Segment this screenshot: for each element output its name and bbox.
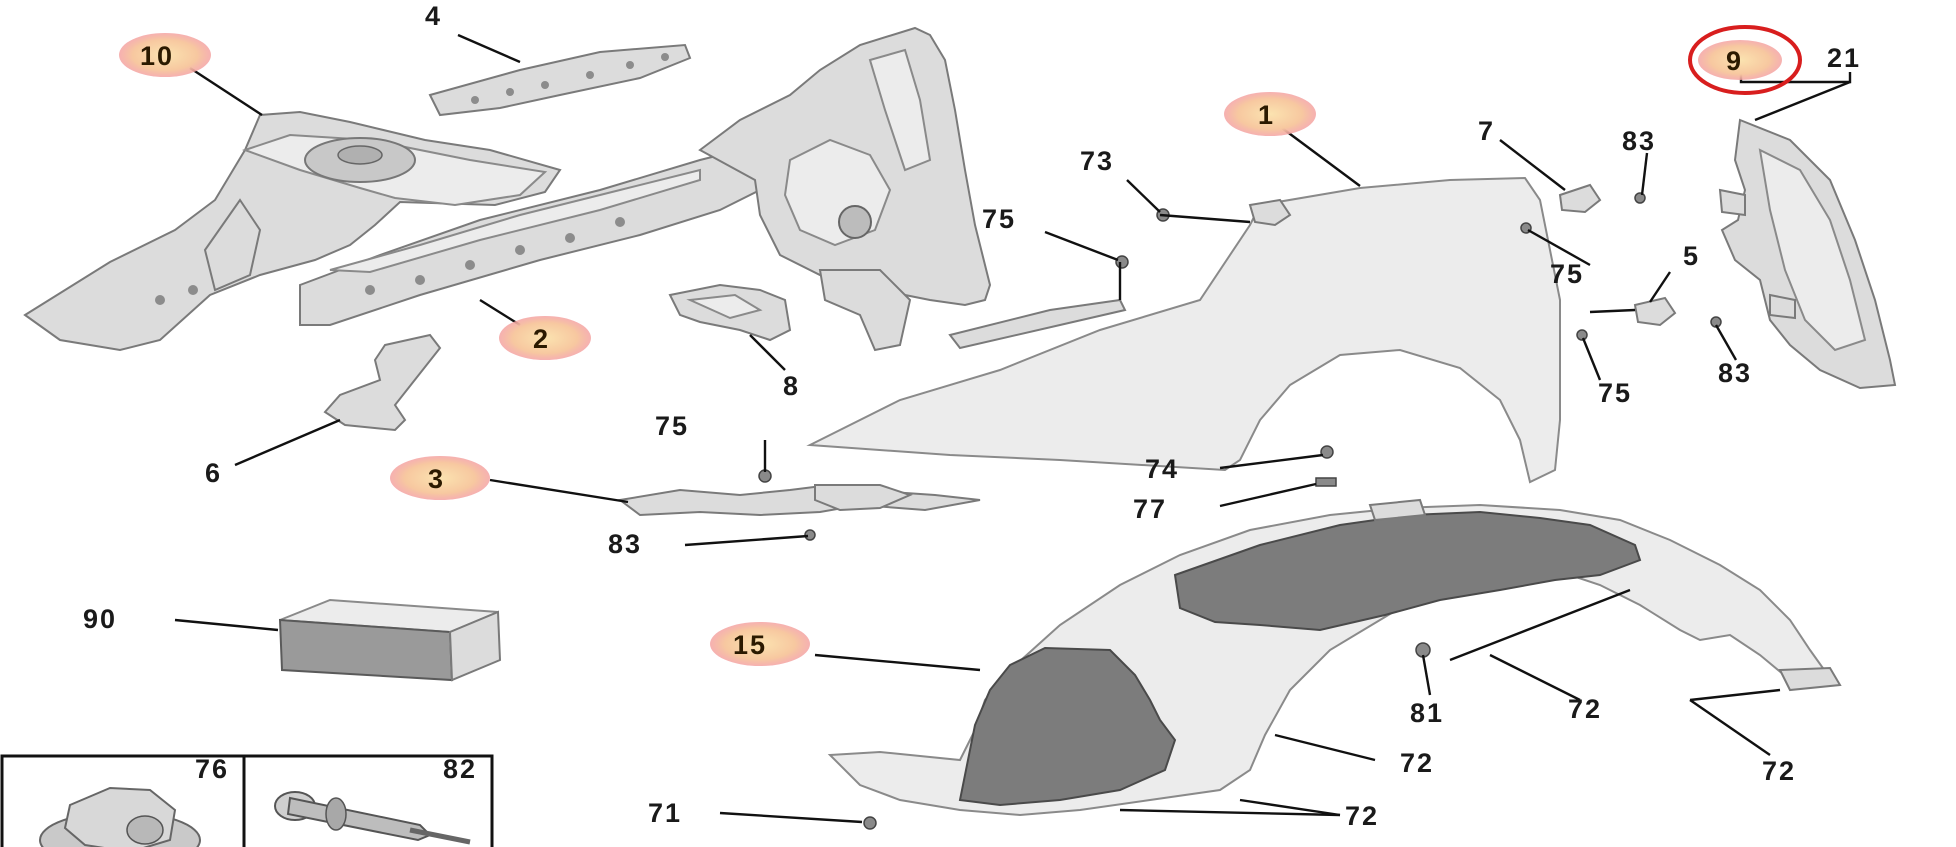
flange-nut-icon	[39, 786, 201, 847]
inset-label-82: 82	[443, 754, 477, 784]
callout-21: 21	[1827, 43, 1861, 73]
leader-lines	[174, 33, 1852, 824]
callout-5: 5	[1683, 241, 1700, 271]
fastener-77	[1315, 477, 1337, 487]
fastener-75-c	[1576, 329, 1588, 341]
callout-3: 3	[428, 464, 445, 494]
fasteners	[758, 192, 1722, 830]
callout-75-d: 75	[655, 411, 689, 441]
part-3-bracket	[617, 483, 981, 517]
fastener-75-a	[1115, 255, 1129, 269]
part-10-strut-tower	[23, 110, 562, 352]
callout-7: 7	[1478, 116, 1495, 146]
part-2-side-member	[299, 26, 992, 352]
fastener-81	[1415, 642, 1431, 658]
callout-72-b: 72	[1400, 748, 1434, 778]
callout-1: 1	[1258, 100, 1275, 130]
callout-81: 81	[1410, 698, 1444, 728]
highlight-markers	[119, 25, 1802, 666]
inset-fasteners: 76 82	[0, 754, 494, 847]
callout-74: 74	[1145, 454, 1179, 484]
part-5-clip	[1633, 296, 1677, 327]
callout-83-a: 83	[1622, 126, 1656, 156]
callout-75-c: 75	[1598, 378, 1632, 408]
part-4-bracket	[428, 43, 692, 117]
inset-label-76: 76	[195, 754, 229, 784]
callout-8: 8	[783, 371, 800, 401]
callout-72-c: 72	[1762, 756, 1796, 786]
callout-71: 71	[648, 798, 682, 828]
callout-83-c: 83	[608, 529, 642, 559]
callout-2: 2	[533, 324, 550, 354]
fastener-83-a	[1634, 192, 1646, 204]
part-7-clip	[1558, 183, 1602, 214]
callout-72-d: 72	[1345, 801, 1379, 831]
part-6-bracket	[323, 333, 442, 432]
part-15-wheel-arch-liner	[827, 498, 1842, 817]
callout-83-b: 83	[1718, 358, 1752, 388]
fastener-83-c	[804, 529, 816, 541]
callout-72-a: 72	[1568, 694, 1602, 724]
blind-rivet-icon	[274, 791, 471, 845]
circle-mark-9	[1688, 25, 1802, 95]
callout-75-b: 75	[1550, 259, 1584, 289]
fastener-71	[863, 816, 877, 830]
part-1-fender	[806, 176, 1561, 484]
callout-77: 77	[1133, 494, 1167, 524]
callout-73: 73	[1080, 146, 1114, 176]
part-8-bracket	[668, 283, 792, 342]
callout-10: 10	[140, 41, 174, 71]
callout-9: 9	[1726, 46, 1743, 76]
part-90-foam-block	[278, 598, 502, 682]
fastener-74	[1320, 445, 1334, 459]
callout-90: 90	[83, 604, 117, 634]
part-9-liner	[1718, 118, 1897, 390]
callout-75-a: 75	[982, 204, 1016, 234]
callout-4: 4	[425, 1, 442, 31]
callout-15: 15	[733, 630, 767, 660]
callout-labels: 10 4 1 2 6 8 3 73 75 7 83 75 5 83 75 9 2…	[83, 1, 1861, 831]
callout-6: 6	[205, 458, 222, 488]
